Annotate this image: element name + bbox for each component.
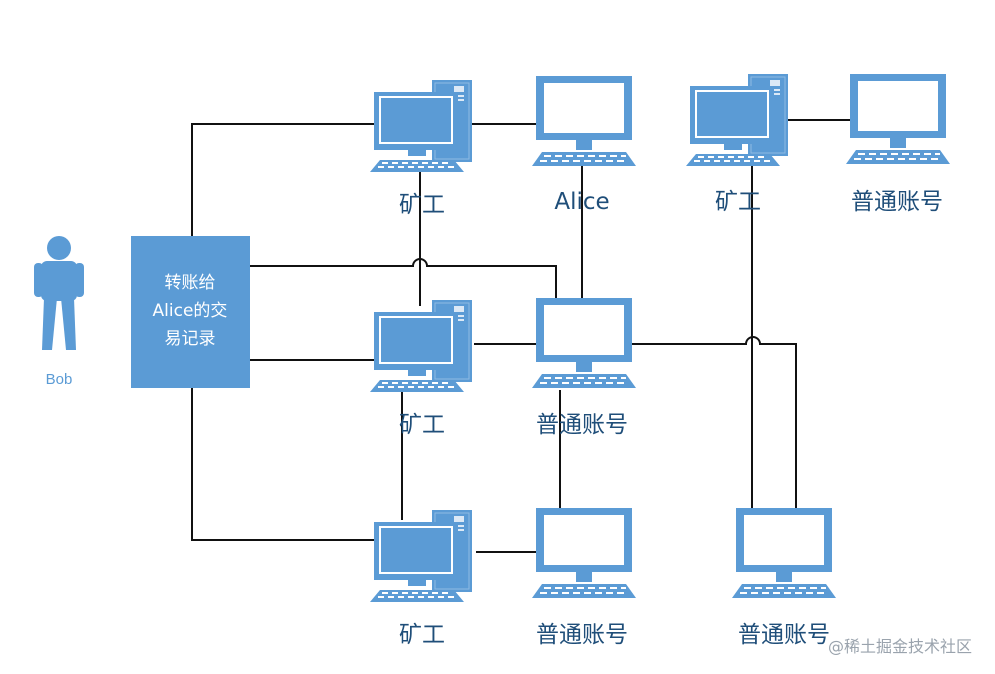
node-miner-top-right: 矿工: [685, 73, 789, 215]
node-miner-top: 矿工: [369, 79, 473, 218]
node-label: 矿工: [399, 412, 445, 438]
node-miner-bottom: 矿工: [369, 509, 473, 648]
person-icon: [34, 236, 84, 350]
transaction-line-3: 易记录: [165, 329, 216, 349]
transaction-record: 转账给 Alice的交 易记录: [131, 236, 250, 388]
person-bob: Bob: [34, 236, 84, 388]
computer-icon: [846, 74, 950, 164]
node-label: 普通账号: [536, 622, 628, 648]
node-label: 普通账号: [851, 189, 943, 215]
computer-icon: [732, 508, 836, 598]
link-account-middle-right: [628, 336, 797, 508]
computer-icon: [532, 508, 636, 598]
link-trunk-top: [191, 123, 376, 236]
connections: [191, 119, 852, 553]
transaction-line-2: Alice的交: [153, 301, 228, 321]
miner-computer-icon: [369, 299, 473, 393]
node-miner-middle: 矿工: [369, 299, 473, 438]
node-account-bottom-right: 普通账号: [732, 508, 836, 648]
link-trunk-bottom: [191, 386, 376, 541]
node-label: 矿工: [399, 192, 445, 218]
node-label: Alice: [554, 189, 609, 215]
miner-computer-icon: [685, 73, 789, 167]
node-account-bottom: 普通账号: [532, 508, 636, 648]
computer-icon: [532, 298, 636, 388]
miner-computer-icon: [369, 509, 473, 603]
node-label: 矿工: [715, 189, 761, 215]
computer-icon: [532, 76, 636, 166]
transaction-box: [131, 236, 250, 388]
link-tx-to-account-middle: [250, 258, 557, 298]
node-label: 普通账号: [738, 622, 830, 648]
node-alice: Alice: [532, 76, 636, 215]
transaction-line-1: 转账给: [165, 273, 216, 293]
node-account-middle: 普通账号: [532, 298, 636, 438]
node-label: 矿工: [399, 622, 445, 648]
watermark: @稀土掘金技术社区: [828, 637, 972, 656]
miner-computer-icon: [369, 79, 473, 173]
node-label: 普通账号: [536, 412, 628, 438]
person-name: Bob: [46, 371, 73, 388]
node-account-top-right: 普通账号: [846, 74, 950, 215]
